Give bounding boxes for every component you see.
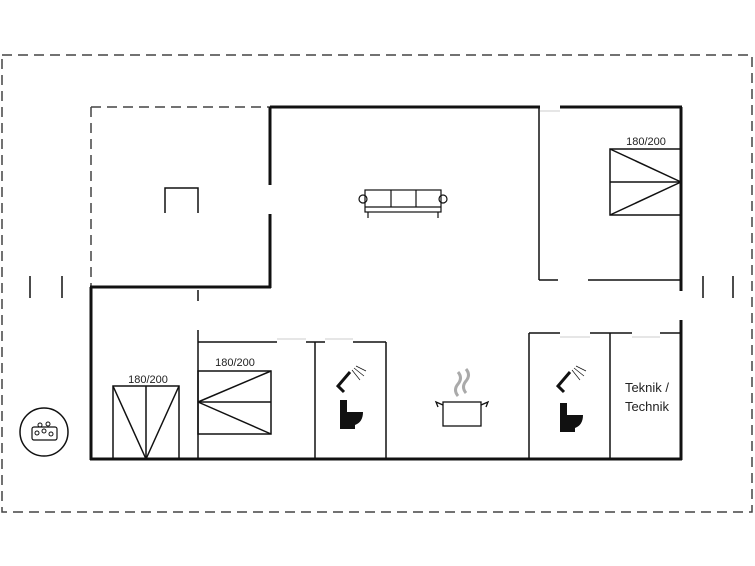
technical-room-label: Teknik / [625, 380, 669, 395]
technical-room-label: Technik [625, 399, 670, 414]
interior-walls [197, 107, 681, 459]
shower-icon [555, 365, 587, 394]
toilet-icon [340, 400, 363, 429]
entrance-marks [29, 276, 734, 298]
terrace-outline [90, 106, 270, 287]
bed-1 [112, 385, 180, 460]
toilet-icon [560, 403, 583, 432]
shower-icon [335, 365, 367, 394]
sofa-icon [358, 189, 448, 218]
armchair-icon [164, 187, 199, 213]
plot-boundary [1, 54, 753, 513]
openings [277, 110, 660, 340]
cooking-pot-icon [434, 368, 490, 427]
bed-3 [609, 148, 682, 216]
bed-label: 180/200 [626, 136, 666, 148]
hot-tub-icon [19, 407, 69, 457]
bed-2 [197, 370, 272, 435]
bed-label: 180/200 [128, 374, 168, 386]
bed-label: 180/200 [215, 357, 255, 369]
